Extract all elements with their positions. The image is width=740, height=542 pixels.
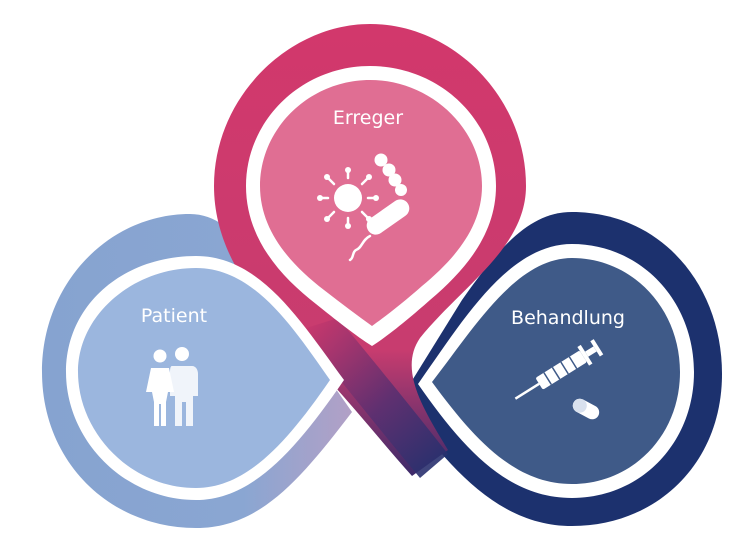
- crossing-band: [300, 318, 448, 478]
- erreger-bubble: [260, 80, 482, 326]
- pathogen-icon: [317, 153, 410, 262]
- people-icon: [146, 347, 198, 426]
- patient-bubble: [78, 268, 330, 488]
- syringe-pill-icon: [514, 339, 604, 420]
- erreger-label: Erreger: [333, 107, 403, 129]
- patient-label: Patient: [141, 305, 207, 327]
- behandlung-label: Behandlung: [511, 307, 625, 329]
